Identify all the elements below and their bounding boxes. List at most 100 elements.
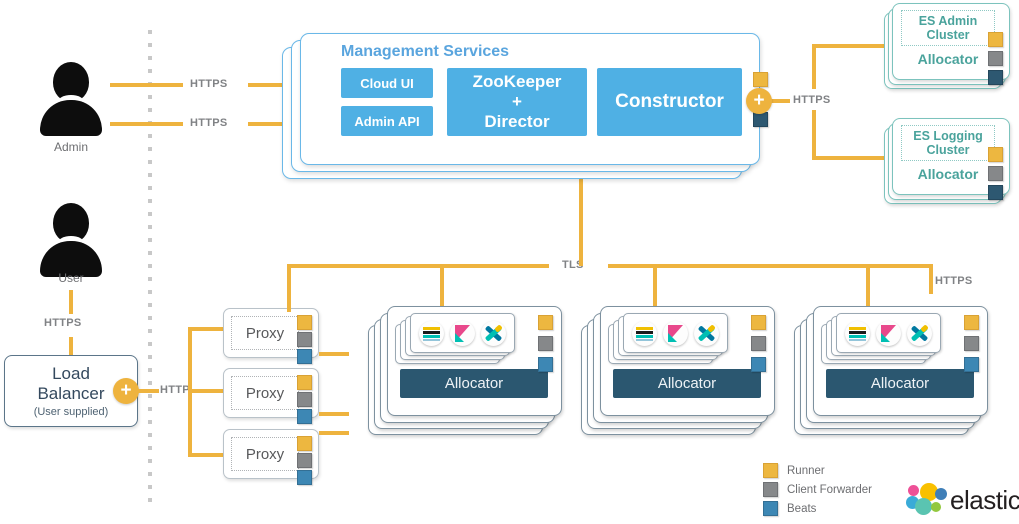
- beats-swatch: [751, 357, 766, 372]
- logo-blob-green: [931, 502, 941, 512]
- cloud-ui-box[interactable]: Cloud UI: [341, 68, 433, 98]
- es-admin-cluster-boundary: ES Admin Cluster: [901, 10, 995, 46]
- zookeeper-director-box[interactable]: ZooKeeper + Director: [447, 68, 587, 136]
- client-forwarder-swatch: [988, 166, 1003, 181]
- elasticsearch-icon: [419, 320, 444, 346]
- allocator-3-card[interactable]: Allocator: [813, 306, 988, 416]
- es-logging-cluster-card[interactable]: ES Logging Cluster Allocator: [892, 118, 1010, 200]
- beats-swatch: [763, 501, 778, 516]
- es-admin-title-line2: Cluster: [926, 28, 970, 42]
- admin-body-icon: [40, 100, 102, 136]
- elasticsearch-icon: [845, 320, 870, 346]
- management-services-group[interactable]: Management Services Cloud UI Admin API Z…: [282, 33, 768, 179]
- legend-item-client-forwarder: Client Forwarder: [763, 481, 872, 498]
- label-user-https: HTTPS: [44, 317, 82, 329]
- wire-lb-http-left: [137, 389, 159, 393]
- client-forwarder-swatch: [297, 453, 312, 468]
- proxy-2-inner-boundary: Proxy: [231, 376, 299, 410]
- runner-swatch: [538, 315, 553, 330]
- legend: Runner Client Forwarder Beats: [763, 462, 872, 519]
- beats-swatch: [753, 112, 768, 127]
- proxy-node-2[interactable]: Proxy: [223, 368, 319, 424]
- wire-es-admin-riser: [812, 44, 816, 89]
- allocator-group-3[interactable]: Allocator: [794, 306, 994, 441]
- wire-es-logging-riser: [812, 110, 816, 160]
- wire-alloc-es-https-drop: [929, 264, 933, 294]
- allocator-2-swatches: [751, 315, 766, 372]
- allocator-1-node-card[interactable]: [410, 313, 515, 353]
- proxy-2-label: Proxy: [245, 384, 285, 402]
- elastic-logo: elastic: [906, 483, 1019, 519]
- client-forwarder-swatch: [297, 392, 312, 407]
- allocator-2-card[interactable]: Allocator: [600, 306, 775, 416]
- admin-api-box[interactable]: Admin API: [341, 106, 433, 136]
- wire-proxy-1-out: [319, 352, 349, 356]
- allocator-1-label: Allocator: [444, 375, 504, 392]
- management-services-card[interactable]: Management Services Cloud UI Admin API Z…: [300, 33, 768, 165]
- allocator-3-node-card[interactable]: [836, 313, 941, 353]
- director-label: Director: [484, 112, 550, 131]
- wire-user-https-bottom: [69, 337, 73, 355]
- es-logging-cluster-group[interactable]: ES Logging Cluster Allocator: [884, 118, 1010, 204]
- wire-es-admin-span: [812, 44, 884, 48]
- es-logging-swatches: [988, 147, 1003, 200]
- wire-proxy-1-branch: [188, 327, 223, 331]
- load-balancer-note: (User supplied): [33, 406, 109, 418]
- logo-blob-teal: [915, 498, 932, 515]
- proxy-node-3[interactable]: Proxy: [223, 429, 319, 485]
- proxy-3-inner-boundary: Proxy: [231, 437, 299, 471]
- wire-user-https-top: [69, 290, 73, 314]
- management-services-plus-badge[interactable]: +: [746, 88, 772, 114]
- beats-swatch: [964, 357, 979, 372]
- kibana-icon: [876, 320, 901, 346]
- load-balancer-plus-badge[interactable]: +: [113, 378, 139, 404]
- wire-tls-right-span: [608, 264, 931, 268]
- wire-proxy-3-branch: [188, 453, 223, 457]
- client-forwarder-swatch: [988, 51, 1003, 66]
- runner-swatch: [753, 72, 768, 87]
- es-admin-allocator-label: Allocator: [917, 51, 979, 67]
- constructor-box[interactable]: Constructor: [597, 68, 742, 136]
- wire-es-logging-span: [812, 156, 884, 160]
- es-logging-title-line2: Cluster: [926, 143, 970, 157]
- legend-label-beats: Beats: [787, 502, 817, 515]
- es-admin-title-line1: ES Admin: [918, 14, 978, 28]
- runner-swatch: [297, 315, 312, 330]
- wire-mgmt-es-stub: [770, 99, 790, 103]
- label-tls: TLS: [562, 259, 584, 271]
- label-lb-http: HTTP: [160, 384, 190, 396]
- beats-swatch: [538, 357, 553, 372]
- allocator-2-bar: Allocator: [613, 369, 761, 398]
- label-mgmt-es-https: HTTPS: [793, 94, 831, 106]
- runner-swatch: [988, 32, 1003, 47]
- wire-tls-left-drop: [287, 264, 291, 312]
- xpack-icon: [694, 320, 719, 346]
- es-admin-cluster-card[interactable]: ES Admin Cluster Allocator: [892, 3, 1010, 85]
- user-avatar: [40, 203, 102, 279]
- management-services-boxes: Cloud UI Admin API ZooKeeper + Director …: [313, 68, 768, 141]
- proxy-node-1[interactable]: Proxy: [223, 308, 319, 364]
- wire-tls-left-span: [287, 264, 549, 268]
- es-logging-cluster-boundary: ES Logging Cluster: [901, 125, 995, 161]
- allocator-2-node-card[interactable]: [623, 313, 728, 353]
- proxy-1-label: Proxy: [245, 324, 285, 342]
- es-admin-cluster-group[interactable]: ES Admin Cluster Allocator: [884, 3, 1010, 89]
- wire-tls-allocator-1-drop: [440, 264, 444, 306]
- kibana-icon: [663, 320, 688, 346]
- wire-admin-https-2-left: [110, 122, 183, 126]
- es-logging-allocator-label: Allocator: [917, 166, 979, 182]
- label-admin-https-1: HTTPS: [190, 78, 228, 90]
- runner-swatch: [988, 147, 1003, 162]
- elastic-wordmark: elastic: [950, 485, 1019, 515]
- beats-swatch: [297, 349, 312, 364]
- wire-proxy-3-out: [319, 431, 349, 435]
- allocator-1-bar: Allocator: [400, 369, 548, 398]
- logo-blob-yellow: [920, 483, 938, 501]
- user-label: User: [58, 271, 84, 285]
- allocator-3-swatches: [964, 315, 979, 372]
- es-logging-title-line1: ES Logging: [913, 129, 983, 143]
- allocator-1-card[interactable]: Allocator: [387, 306, 562, 416]
- legend-item-beats: Beats: [763, 500, 872, 517]
- allocator-group-1[interactable]: Allocator: [368, 306, 568, 441]
- allocator-group-2[interactable]: Allocator: [581, 306, 781, 441]
